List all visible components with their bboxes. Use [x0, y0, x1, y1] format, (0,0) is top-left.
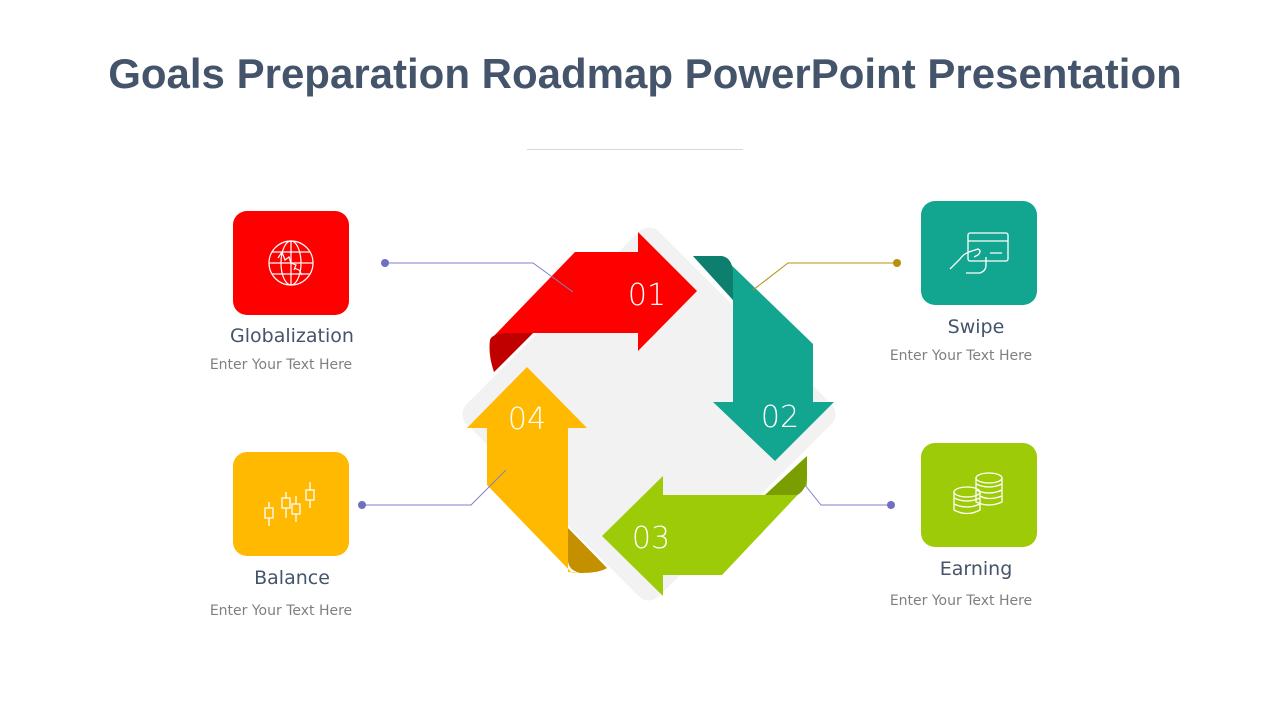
globalization-card [233, 211, 349, 315]
card-swipe-icon [949, 232, 1009, 274]
leader-line-01 [385, 262, 574, 293]
leader-dot-01 [381, 259, 389, 267]
arrow-01-fold [489, 333, 533, 372]
leader-dot-04 [358, 501, 366, 509]
title-divider [527, 149, 743, 150]
leader-line-02 [752, 262, 897, 291]
leader-dot-02 [893, 259, 901, 267]
step-label-globalization: Globalization [230, 325, 354, 347]
step-number-03: 03 [632, 521, 670, 556]
arrow-01 [490, 232, 697, 372]
candlestick-chart-icon [264, 482, 315, 526]
arrow-04 [467, 367, 587, 573]
leader-dot-03 [887, 501, 895, 509]
earning-card [921, 443, 1037, 547]
step-text-globalization: Enter Your Text Here [209, 357, 353, 373]
swipe-card [921, 201, 1037, 305]
leader-line-04 [362, 469, 507, 506]
step-label-balance: Balance [254, 567, 330, 589]
arrow-02-fold [693, 256, 733, 300]
step-text-balance: Enter Your Text Here [209, 603, 353, 619]
step-number-01: 01 [628, 278, 666, 313]
arrow-03 [602, 456, 807, 596]
arrow-04-fold [568, 528, 607, 573]
arrow-02 [693, 256, 834, 461]
step-number-04: 04 [508, 402, 546, 437]
globe-icon [268, 240, 314, 286]
page-title: Goals Preparation Roadmap PowerPoint Pre… [108, 50, 1182, 97]
balance-card [233, 452, 349, 556]
step-number-02: 02 [761, 400, 799, 435]
step-text-swipe: Enter Your Text Here [889, 348, 1033, 364]
arrow-03-fold [765, 456, 808, 495]
leader-line-03 [804, 484, 891, 506]
coins-icon [953, 472, 1003, 515]
step-label-earning: Earning [939, 558, 1013, 580]
step-label-swipe: Swipe [947, 316, 1005, 338]
step-text-earning: Enter Your Text Here [889, 593, 1033, 609]
